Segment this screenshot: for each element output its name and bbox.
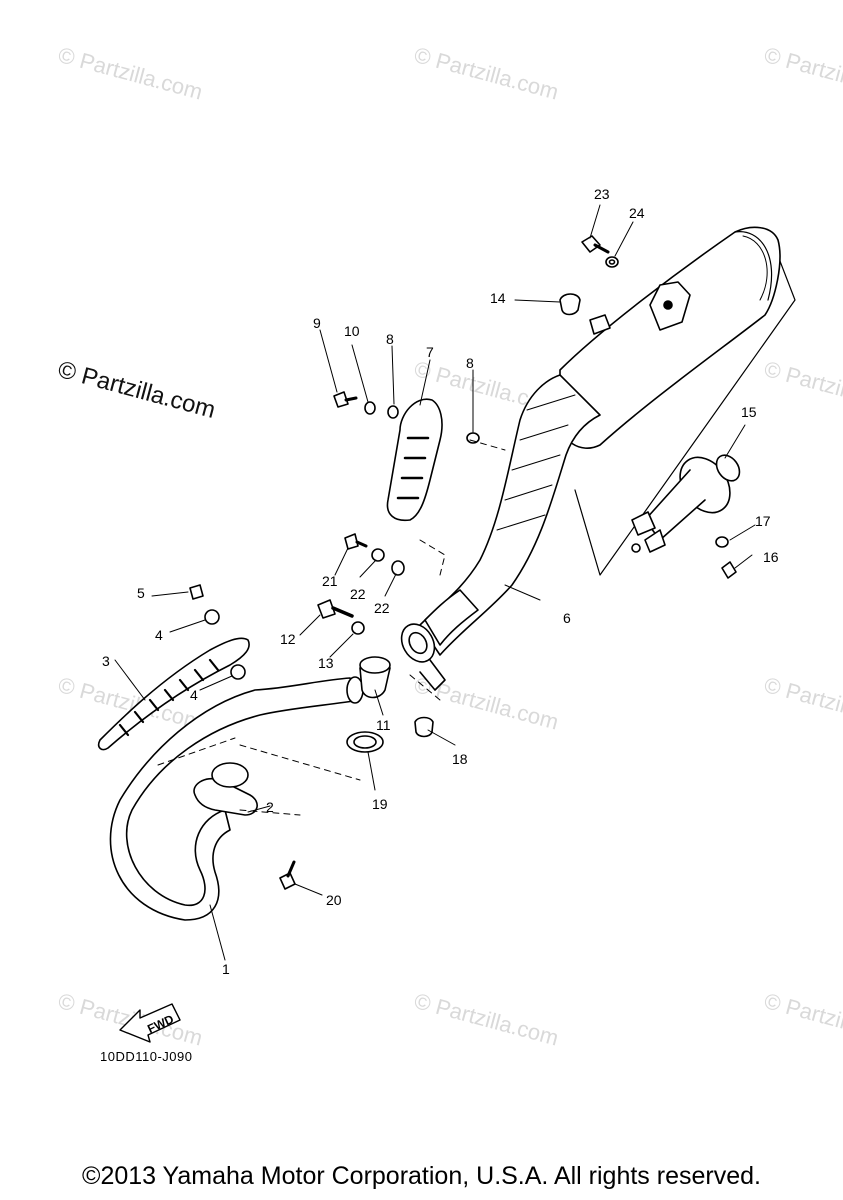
- washer-22b: [391, 560, 405, 576]
- washer-4b: [230, 664, 246, 680]
- exhaust-header-pipe: [109, 677, 361, 921]
- bolt-5: [189, 584, 204, 600]
- bolt-12: [317, 599, 336, 619]
- washer-8b: [466, 432, 480, 444]
- heat-protector-7: [386, 398, 443, 522]
- callout-18: 18: [452, 751, 468, 767]
- copyright-notice: ©2013 Yamaha Motor Corporation, U.S.A. A…: [82, 1162, 761, 1190]
- callout-24: 24: [629, 205, 645, 221]
- callout-20: 20: [326, 892, 342, 908]
- exhaust-flange: [193, 777, 258, 816]
- callout-3: 3: [102, 653, 110, 669]
- callout-7: 7: [426, 344, 434, 360]
- callout-4: 4: [155, 627, 163, 643]
- muffler-body: [559, 226, 781, 449]
- callout-9: 9: [313, 315, 321, 331]
- callout-13: 13: [318, 655, 334, 671]
- washer-13: [351, 621, 365, 635]
- callout-21: 21: [322, 573, 338, 589]
- callout-17: 17: [755, 513, 771, 529]
- gasket-19: [346, 731, 384, 753]
- callout-14: 14: [490, 290, 506, 306]
- callout-15: 15: [741, 404, 757, 420]
- fwd-arrow: [119, 1003, 181, 1043]
- callout-11: 11: [376, 717, 391, 733]
- callout-1: 1: [222, 961, 230, 977]
- callout-8: 8: [466, 355, 474, 371]
- washer-24: [605, 256, 619, 268]
- callout-6: 6: [563, 610, 571, 626]
- callout-23: 23: [594, 186, 610, 202]
- gasket-18: [414, 716, 434, 738]
- bolt-21: [344, 533, 359, 550]
- callout-22: 22: [350, 586, 366, 602]
- callout-4: 4: [190, 687, 198, 703]
- heat-protector-3: [97, 637, 250, 751]
- muffler-end-outline: [574, 229, 796, 576]
- washer-8a: [387, 405, 399, 419]
- washer-10: [364, 401, 376, 415]
- callout-19: 19: [372, 796, 388, 812]
- callout-10: 10: [344, 323, 360, 339]
- bolt-9: [333, 391, 349, 408]
- bolt-23: [581, 235, 601, 253]
- callout-22: 22: [374, 600, 390, 616]
- washer-4a: [204, 609, 220, 625]
- callout-5: 5: [137, 585, 145, 601]
- diagram-code: 10DD110-J090: [100, 1049, 193, 1064]
- washer-17: [715, 536, 729, 548]
- callout-12: 12: [280, 631, 296, 647]
- washer-22a: [371, 548, 385, 562]
- pipe-joint: [400, 623, 436, 663]
- grommet-14: [559, 293, 581, 316]
- callout-2: 2: [266, 799, 274, 815]
- callout-8: 8: [386, 331, 394, 347]
- bolt-16: [721, 561, 737, 579]
- callout-16: 16: [763, 549, 779, 565]
